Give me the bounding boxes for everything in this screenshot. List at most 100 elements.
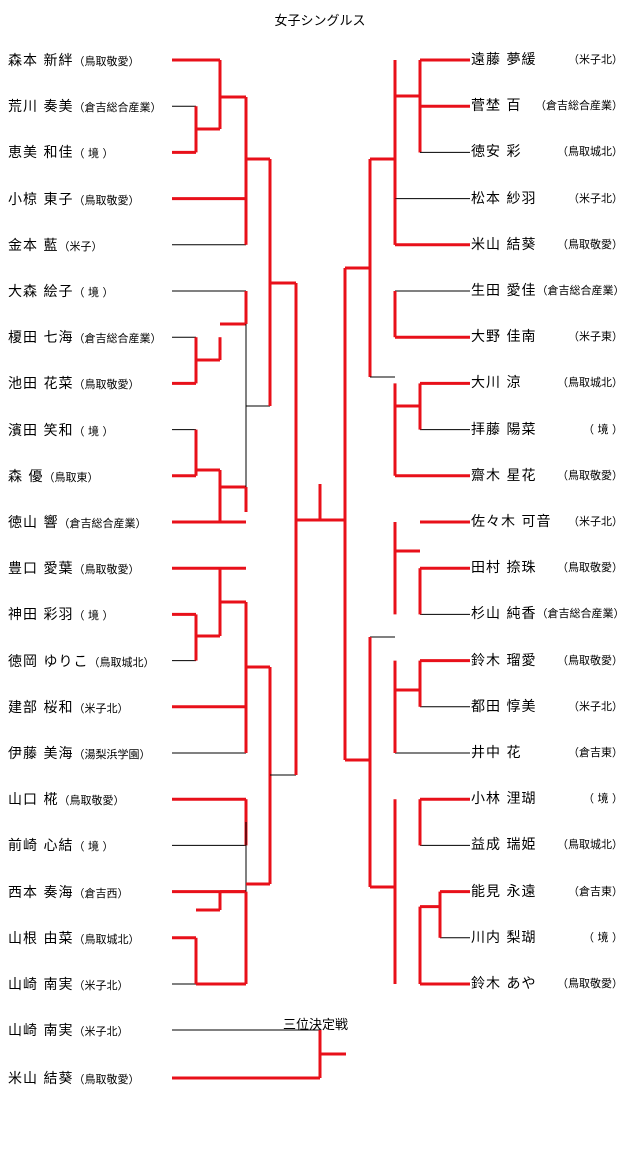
- player-school: （倉吉総合産業）: [73, 332, 162, 346]
- player-school: （鳥取敬愛）: [73, 378, 140, 392]
- player-name: 小椋 東子: [8, 191, 74, 208]
- player-name: 徳山 響: [8, 515, 59, 531]
- player-entry: 伊藤 美海（湯梨浜学園）: [8, 743, 150, 763]
- player-entry: 益成 瑞姫（鳥取城北）: [471, 835, 623, 855]
- player-school: （ 境 ）: [583, 930, 623, 944]
- player-school: （米子北）: [73, 979, 129, 992]
- player-entry: 生田 愛佳（倉吉総合産業）: [471, 281, 625, 301]
- player-name: 恵美 和佳: [8, 145, 74, 162]
- player-entry: 山口 椛（鳥取敬愛）: [8, 789, 124, 809]
- player-name: 大川 涼: [471, 375, 522, 392]
- player-school: （米子北）: [568, 191, 623, 205]
- player-name: 松本 紗羽: [471, 190, 537, 207]
- player-school: （米子東）: [568, 330, 623, 344]
- player-school: （鳥取敬愛）: [557, 237, 623, 251]
- player-entry: 森本 新絆（鳥取敬愛）: [8, 50, 139, 70]
- player-school: （倉吉東）: [568, 884, 623, 898]
- player-name: 田村 捺珠: [471, 560, 537, 577]
- player-name: 徳岡 ゆりこ: [8, 653, 89, 670]
- player-school: （倉吉総合産業）: [73, 101, 162, 115]
- player-name: 豊口 愛葉: [8, 561, 74, 578]
- player-school: （湯梨浜学園）: [73, 748, 151, 761]
- player-school: （ 境 ）: [583, 792, 623, 806]
- player-entry: 松本 紗羽 （米子北）: [471, 189, 623, 209]
- player-entry: 遠藤 夢緩 （米子北）: [471, 50, 623, 70]
- third-place-title: 三位決定戦: [283, 1018, 349, 1033]
- player-name: 生田 愛佳: [471, 283, 537, 299]
- player-name: 濱田 笑和: [8, 422, 74, 439]
- player-name: 神田 彩羽: [8, 607, 74, 624]
- player-name: 小林 浬瑚: [471, 791, 537, 808]
- player-name: 山崎 南実: [8, 1023, 74, 1039]
- player-entry: 菅埜 百（倉吉総合産業）: [471, 96, 623, 116]
- player-name: 伊藤 美海: [8, 746, 74, 762]
- player-school: （米子）: [58, 239, 103, 253]
- player-school: （鳥取敬愛）: [557, 977, 623, 990]
- player-entry: 小椋 東子（鳥取敬愛）: [8, 189, 139, 209]
- player-name: 徳安 彩: [471, 144, 522, 161]
- player-name: 山崎 南実: [8, 977, 74, 993]
- player-entry: 神田 彩羽（ 境 ）: [8, 604, 113, 624]
- player-school: （ 境 ）: [73, 147, 114, 161]
- player-entry: 金本 藍（米子）: [8, 235, 102, 255]
- player-school: （鳥取敬愛）: [557, 561, 623, 575]
- player-name: 池田 花菜: [8, 376, 74, 393]
- player-school: （倉吉総合産業）: [58, 517, 147, 530]
- player-entry: 恵美 和佳（ 境 ）: [8, 142, 113, 162]
- player-entry: 拝藤 陽菜（ 境 ）: [471, 420, 623, 440]
- player-school: （鳥取敬愛）: [73, 1073, 140, 1086]
- player-school: （米子北）: [568, 699, 623, 713]
- player-school: （ 境 ）: [73, 286, 114, 299]
- player-entry: 米山 結葵（鳥取敬愛）: [8, 1068, 139, 1088]
- player-school: （倉吉総合産業）: [536, 284, 625, 297]
- player-entry: 山崎 南実（米子北）: [8, 1020, 128, 1040]
- player-school: （鳥取城北）: [557, 376, 623, 390]
- player-entry: 能見 永遠（倉吉東）: [471, 882, 623, 902]
- player-entry: 田村 捺珠 （鳥取敬愛）: [471, 558, 623, 578]
- player-name: 山口 椛: [8, 792, 59, 809]
- player-entry: 井中 花 （倉吉東）: [471, 743, 623, 763]
- player-school: （ 境 ）: [73, 840, 114, 854]
- player-entry: 大野 佳南 （米子東）: [471, 327, 623, 347]
- player-entry: 山崎 南実（米子北）: [8, 974, 128, 994]
- player-entry: 豊口 愛葉（鳥取敬愛）: [8, 558, 139, 578]
- player-name: 遠藤 夢緩: [471, 52, 537, 68]
- player-entry: 佐々木 可音（米子北）: [471, 512, 623, 532]
- player-name: 川内 梨瑚: [471, 929, 537, 946]
- player-school: （倉吉東）: [568, 746, 623, 759]
- player-name: 都田 惇美: [471, 698, 537, 715]
- player-entry: 大森 絵子（ 境 ）: [8, 281, 113, 301]
- player-school: （鳥取敬愛）: [557, 468, 623, 482]
- player-entry: 米山 結葵（鳥取敬愛）: [471, 235, 623, 255]
- player-school: （鳥取敬愛）: [58, 794, 125, 808]
- player-entry: 榎田 七海（倉吉総合産業）: [8, 327, 161, 347]
- player-entry: 杉山 純香（倉吉総合産業）: [471, 604, 624, 624]
- player-school: （米子北）: [73, 701, 129, 715]
- player-school: （鳥取城北）: [557, 145, 623, 159]
- player-name: 菅埜 百: [471, 98, 522, 115]
- bracket-title: 女子シングルス: [274, 14, 366, 29]
- player-name: 大森 絵子: [8, 284, 74, 300]
- player-name: 建部 桜和: [8, 699, 74, 716]
- player-entry: 大川 涼 （鳥取城北）: [471, 373, 623, 393]
- player-name: 森本 新絆: [8, 53, 74, 69]
- player-name: 榎田 七海: [8, 330, 74, 347]
- player-school: （鳥取城北）: [73, 932, 140, 946]
- player-name: 鈴木 あや: [471, 976, 537, 992]
- player-entry: 池田 花菜（鳥取敬愛）: [8, 373, 139, 393]
- player-entry: 小林 浬瑚 （ 境 ）: [471, 789, 623, 809]
- player-entry: 山根 由菜（鳥取城北）: [8, 928, 139, 948]
- player-school: （ 境 ）: [73, 424, 114, 438]
- player-entry: 鈴木 あや （鳥取敬愛）: [471, 974, 623, 994]
- player-entry: 鈴木 瑠愛（鳥取敬愛）: [471, 651, 623, 671]
- player-entry: 徳岡 ゆりこ（鳥取城北）: [8, 651, 154, 671]
- player-name: 益成 瑞姫: [471, 837, 537, 854]
- player-entry: 前崎 心結（ 境 ）: [8, 835, 113, 855]
- player-name: 井中 花: [471, 745, 522, 761]
- player-entry: 森 優（鳥取東）: [8, 466, 98, 486]
- player-school: （鳥取城北）: [88, 655, 155, 669]
- player-name: 大野 佳南: [471, 329, 537, 346]
- player-name: 金本 藍: [8, 237, 59, 254]
- player-school: （米子北）: [568, 53, 623, 66]
